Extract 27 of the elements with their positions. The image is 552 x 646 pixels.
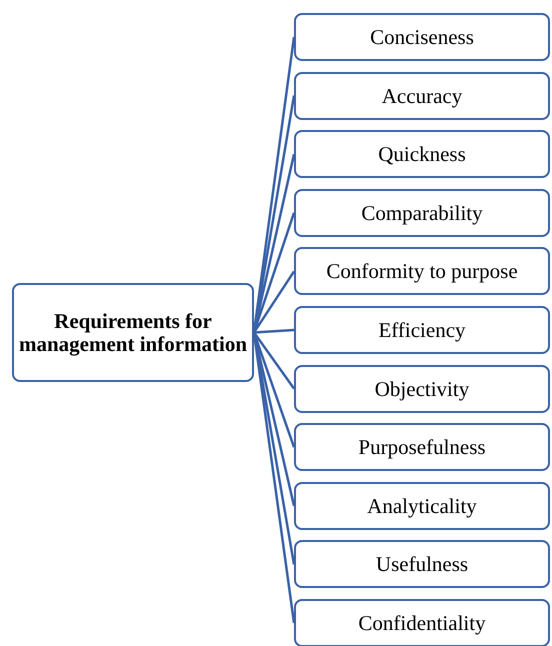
requirement-box [294, 130, 550, 178]
box-label: Accuracy [382, 84, 462, 107]
box-label: Purposefulness [358, 436, 486, 458]
box-label: Objectivity [374, 378, 470, 400]
requirement-box [294, 599, 550, 646]
requirement-box [294, 188, 550, 237]
box-label: Confidentiality [358, 612, 486, 634]
requirement-box [294, 13, 550, 61]
requirement-box [294, 423, 550, 472]
box-label: Quickness [378, 143, 466, 166]
box-label: Conciseness [370, 26, 474, 48]
requirement-box [294, 306, 550, 354]
requirement-box [294, 364, 550, 413]
requirement-box [294, 482, 550, 530]
requirement-box [294, 72, 550, 120]
box-label: Usefulness [376, 553, 468, 576]
box-label: Efficiency [378, 318, 466, 342]
box-label: Requirements for management information [18, 310, 248, 355]
connector-line [252, 332, 296, 390]
connector-line [254, 328, 294, 334]
requirement-box [294, 540, 550, 588]
connector-line [252, 270, 296, 334]
box-label: Conformity to purpose [326, 260, 518, 282]
requirement-box [294, 247, 550, 296]
topic-box [12, 283, 254, 382]
box-label: Comparability [361, 202, 483, 224]
box-label: Analyticality [367, 494, 477, 517]
